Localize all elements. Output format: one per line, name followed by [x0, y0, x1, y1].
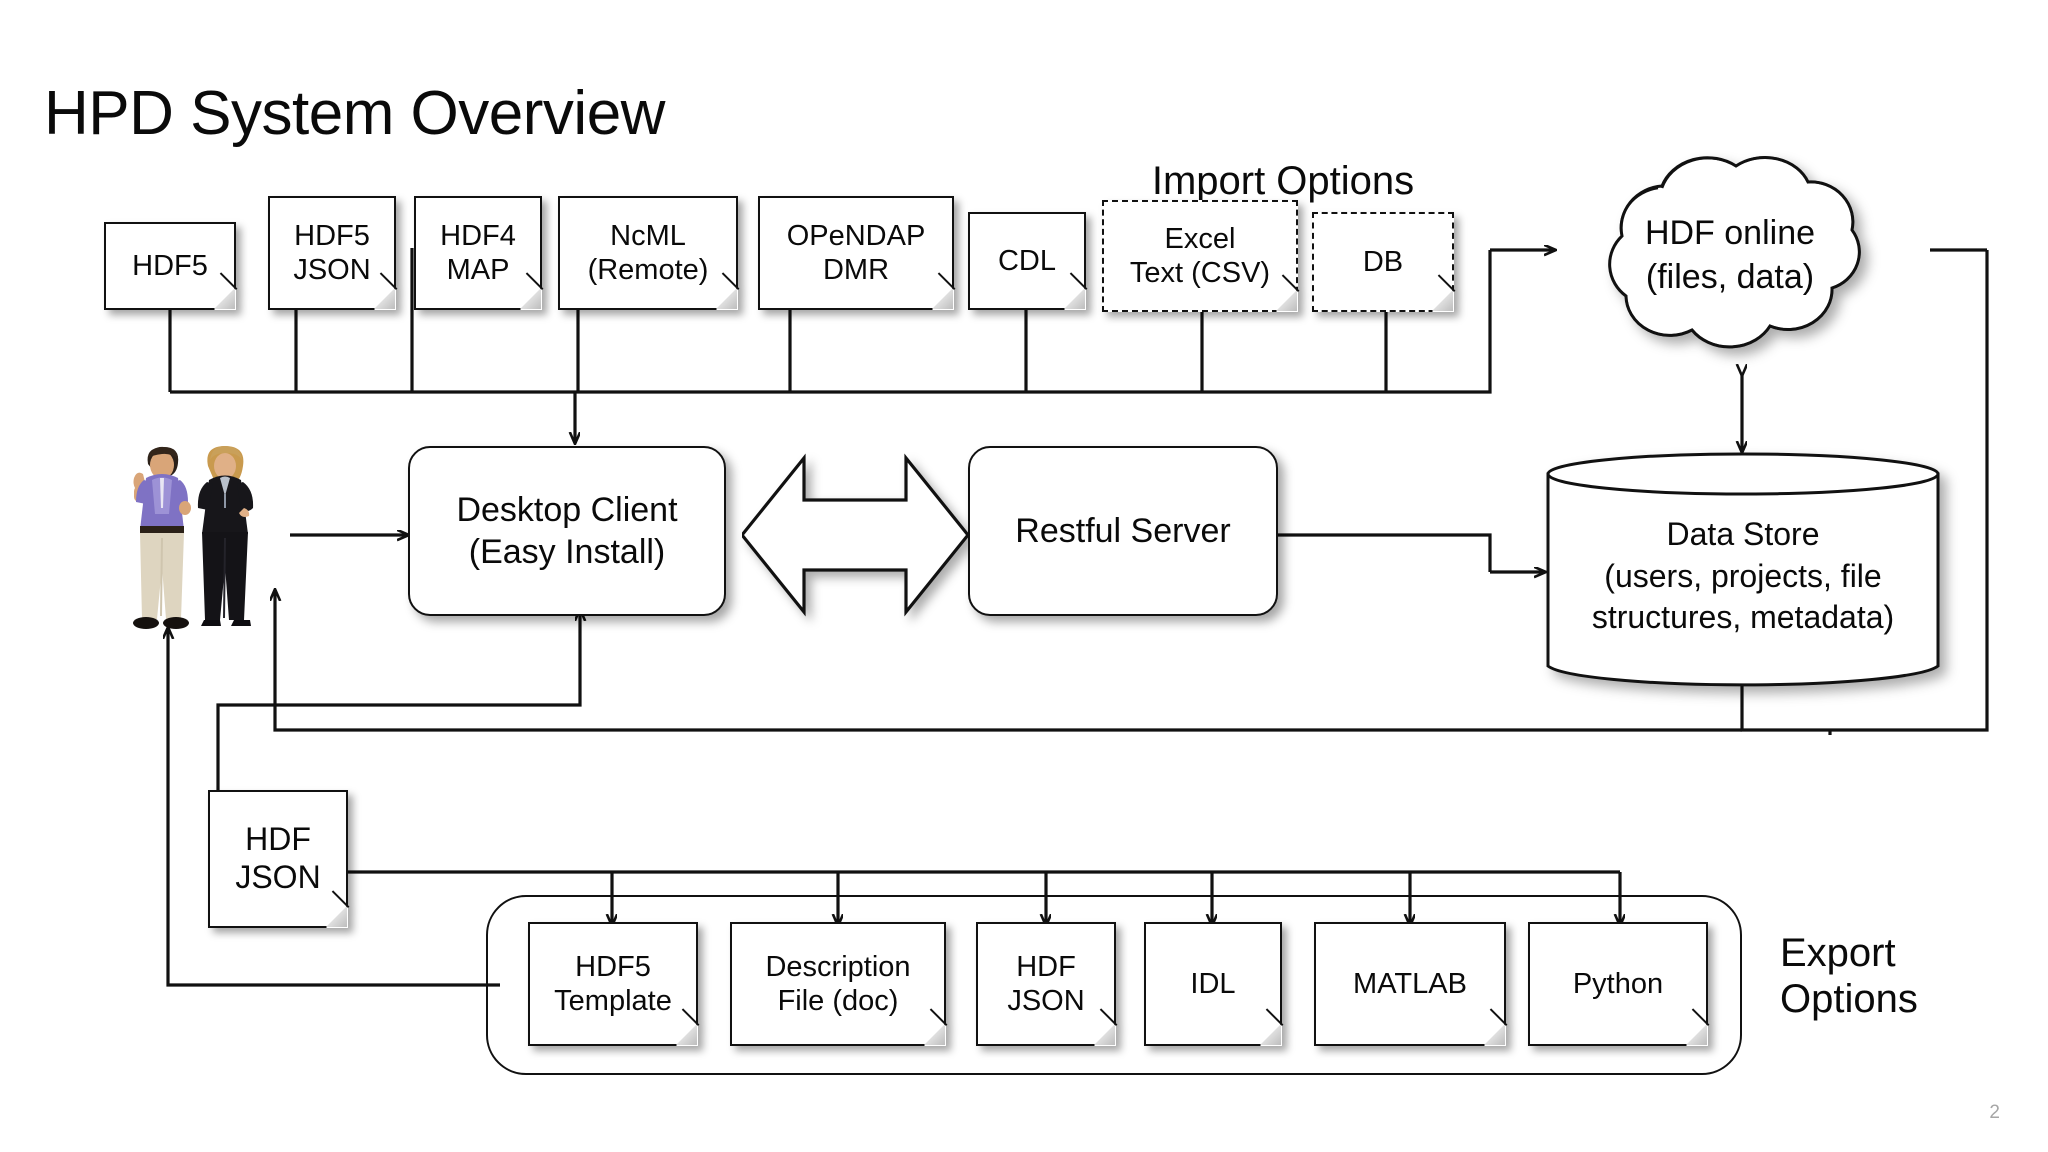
import-node-opendap[interactable]: OPeNDAP DMR	[758, 196, 956, 310]
import-node-excel-csv-line1: Excel	[1164, 222, 1236, 255]
fold-flap-icon	[716, 288, 737, 309]
hdf-json-node[interactable]: HDF JSON	[208, 790, 350, 928]
export-node-descfile[interactable]: Description File (doc)	[730, 922, 948, 1046]
import-node-hdf4map-line2: MAP	[446, 254, 510, 286]
import-node-hdf5json[interactable]: HDF5 JSON	[268, 196, 398, 310]
import-node-hdf5-line1: HDF5	[132, 249, 208, 282]
import-node-cdl[interactable]: CDL	[968, 212, 1088, 310]
slide-number: 2	[1989, 1102, 2000, 1123]
data-store-line3: structures, metadata)	[1591, 599, 1895, 636]
fold-flap-icon	[676, 1024, 697, 1045]
hdf-online-line1: HDF online	[1644, 214, 1816, 252]
export-node-matlab[interactable]: MATLAB	[1314, 922, 1508, 1046]
export-node-hdf5template-line1: HDF5	[575, 950, 651, 983]
fold-flap-icon	[1276, 290, 1297, 311]
import-node-hdf4map-line1: HDF4	[440, 219, 516, 252]
export-options-label: Export Options	[1780, 930, 2040, 1022]
import-node-excel-csv-line2: Text (CSV)	[1129, 257, 1271, 289]
fold-flap-icon	[374, 288, 395, 309]
export-options-container	[486, 895, 1742, 1075]
export-node-hdf5template[interactable]: HDF5 Template	[528, 922, 700, 1046]
export-options-line1: Export	[1780, 931, 1896, 975]
import-node-db[interactable]: DB	[1312, 212, 1456, 312]
export-node-descfile-line2: File (doc)	[777, 985, 899, 1017]
restful-server-box[interactable]: Restful Server	[968, 446, 1278, 616]
fold-flap-icon	[1686, 1024, 1707, 1045]
import-options-label: Import Options	[1151, 159, 1415, 203]
import-node-opendap-line2: DMR	[822, 254, 890, 286]
export-node-descfile-line1: Description	[765, 950, 911, 983]
desktop-client-line2: (Easy Install)	[468, 533, 666, 571]
import-node-ncml-line1: NcML	[610, 219, 686, 252]
fold-flap-icon	[1484, 1024, 1505, 1045]
export-options-line2: Options	[1780, 977, 1918, 1021]
import-node-hdf5json-line2: JSON	[293, 254, 371, 286]
import-node-excel-csv[interactable]: Excel Text (CSV)	[1102, 200, 1300, 312]
import-node-opendap-line1: OPeNDAP	[786, 219, 926, 252]
export-node-python[interactable]: Python	[1528, 922, 1710, 1046]
import-node-cdl-line1: CDL	[997, 244, 1056, 277]
import-node-hdf4map[interactable]: HDF4 MAP	[414, 196, 544, 310]
export-node-hdfjson[interactable]: HDF JSON	[976, 922, 1118, 1046]
fold-flap-icon	[924, 1024, 945, 1045]
restful-server-label: Restful Server	[1015, 511, 1231, 550]
import-node-hdf5json-line1: HDF5	[294, 219, 370, 252]
desktop-client-line1: Desktop Client	[456, 490, 678, 529]
hdf-json-line2: JSON	[235, 859, 321, 895]
fold-flap-icon	[214, 288, 235, 309]
hdf-online-cloud[interactable]: HDF online (files, data)	[1530, 140, 1930, 380]
export-node-matlab-line1: MATLAB	[1353, 967, 1467, 1000]
fold-flap-icon	[1432, 290, 1453, 311]
data-store-line1: Data Store	[1666, 516, 1820, 552]
fold-flap-icon	[1260, 1024, 1281, 1045]
import-node-hdf5[interactable]: HDF5	[104, 222, 238, 310]
hdf-online-line2: (files, data)	[1645, 257, 1815, 296]
users-photo	[112, 420, 292, 640]
import-node-db-line1: DB	[1362, 245, 1404, 278]
export-node-idl-line1: IDL	[1190, 967, 1236, 1000]
page-title: HPD System Overview	[44, 79, 665, 148]
desktop-client-box[interactable]: Desktop Client (Easy Install)	[408, 446, 726, 616]
bidirectional-exchange-arrow	[742, 453, 968, 617]
export-node-hdfjson-line1: HDF	[1016, 950, 1076, 983]
fold-flap-icon	[520, 288, 541, 309]
export-node-hdf5template-line2: Template	[554, 985, 672, 1017]
fold-flap-icon	[1094, 1024, 1115, 1045]
export-node-hdfjson-line2: JSON	[1007, 985, 1085, 1017]
data-store-line2: (users, projects, file	[1604, 557, 1882, 594]
import-node-ncml[interactable]: NcML (Remote)	[558, 196, 740, 310]
fold-flap-icon	[326, 906, 347, 927]
data-store-cylinder[interactable]: Data Store (users, projects, file struct…	[1545, 452, 1941, 688]
fold-flap-icon	[1064, 288, 1085, 309]
fold-flap-icon	[932, 288, 953, 309]
export-node-python-line1: Python	[1572, 967, 1664, 1000]
hdf-json-line1: HDF	[245, 821, 311, 858]
import-node-ncml-line2: (Remote)	[587, 254, 709, 286]
export-node-idl[interactable]: IDL	[1144, 922, 1284, 1046]
